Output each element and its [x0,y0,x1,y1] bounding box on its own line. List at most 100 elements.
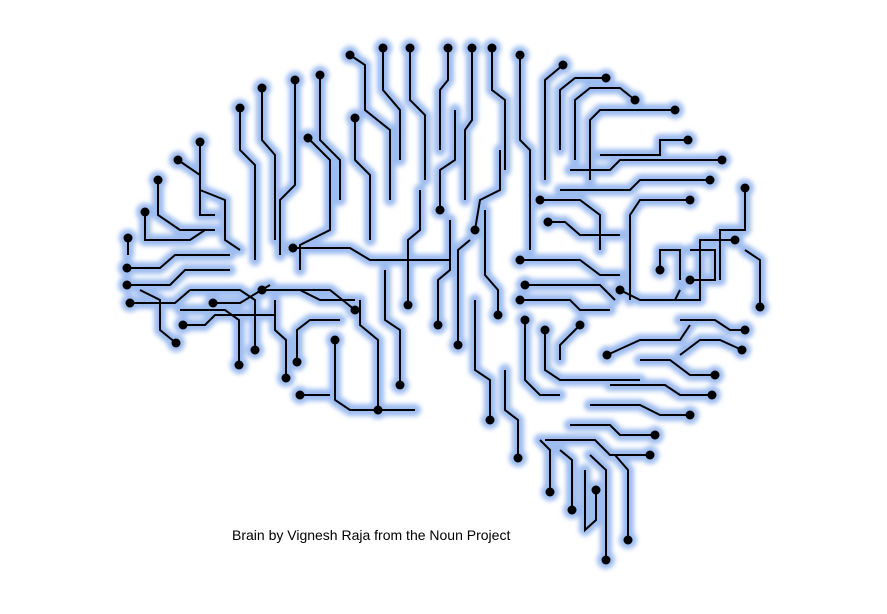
circuit-node [208,298,218,308]
circuit-node [670,105,680,115]
circuit-trace [439,48,449,150]
circuit-trace [130,289,191,304]
circuit-node [493,310,503,320]
circuit-trace [183,314,275,326]
circuit-trace [157,180,215,231]
trace-glow [514,294,616,316]
circuit-trace [199,142,241,251]
circuit-node [281,373,291,383]
circuit-node [685,275,695,285]
circuit-trace [544,330,640,381]
circuit-trace [606,324,691,356]
circuit-node [615,285,625,295]
circuit-node [395,380,405,390]
circuit-trace [139,289,177,344]
circuit-node [435,205,445,215]
circuit-trace [239,108,256,260]
circuit-trace [296,319,340,362]
circuit-node [705,175,715,185]
circuit-node [140,207,150,217]
circuit-node [122,263,132,273]
circuit-node [520,315,530,325]
circuit-node [535,195,545,205]
circuit-trace [539,439,551,492]
circuit-trace [384,270,401,385]
trace-glow [234,102,261,266]
trace-glow [452,234,476,351]
circuit-node [655,265,665,275]
circuit-trace [590,404,690,416]
circuit-trace [484,210,499,315]
circuit-node [730,235,740,245]
trace-glow [177,309,281,331]
circuit-node [350,305,360,315]
circuit-trace [559,449,573,510]
circuit-node [755,302,765,312]
trace-glow [634,354,721,381]
trace-glow [584,399,696,421]
circuit-trace [319,75,341,200]
circuit-trace [127,254,230,269]
circuit-trace [177,159,215,216]
circuit-trace [659,249,681,280]
circuit-node [405,43,415,53]
circuit-node [485,415,495,425]
circuit-trace [290,289,356,311]
circuit-trace [744,249,761,307]
trace-glow [479,204,504,321]
circuit-trace [610,384,712,396]
circuit-node [591,485,601,495]
circuit-trace [560,179,710,191]
circuit-node [710,370,720,380]
circuit-trace [261,88,276,240]
circuit-node [330,335,340,345]
circuit-trace [570,159,722,171]
circuit-trace [474,300,491,420]
circuit-trace [409,48,426,180]
circuit-trace [574,87,636,160]
circuit-trace [213,284,271,304]
circuit-trace [519,55,531,250]
circuit-trace [600,139,688,156]
trace-glow [349,112,376,246]
circuit-trace [144,212,206,241]
circuit-node [575,320,585,330]
circuit-trace [524,320,560,396]
circuit-node [740,325,750,335]
circuit-node [290,75,300,85]
circuit-node [470,225,480,235]
trace-glow [434,42,454,156]
circuit-node [515,295,525,305]
circuit-node [707,390,717,400]
circuit-node [487,43,497,53]
circuit-trace [354,118,371,240]
circuit-node [235,103,245,113]
trace-glow [542,216,626,241]
circuit-trace [619,289,681,301]
circuit-trace [349,54,391,200]
circuit-node [545,487,555,497]
circuit-node [288,243,298,253]
circuit-node [292,357,302,367]
circuit-trace [439,110,456,210]
trace-glow [469,294,496,426]
circuit-trace [127,269,230,286]
circuit-trace [589,454,607,560]
circuit-trace [457,239,471,345]
circuit-trace [719,188,746,280]
circuit-trace [629,199,690,300]
circuit-node [295,390,305,400]
circuit-trace [545,439,650,456]
circuit-node [623,535,633,545]
circuit-node [515,50,525,60]
circuit-node [685,410,695,420]
circuit-node [195,137,205,147]
trace-glow [274,74,301,261]
circuit-trace [559,324,581,360]
circuit-node [737,345,747,355]
circuit-node [740,183,750,193]
circuit-trace [520,299,610,311]
circuit-node [234,360,244,370]
circuit-node [515,255,525,265]
